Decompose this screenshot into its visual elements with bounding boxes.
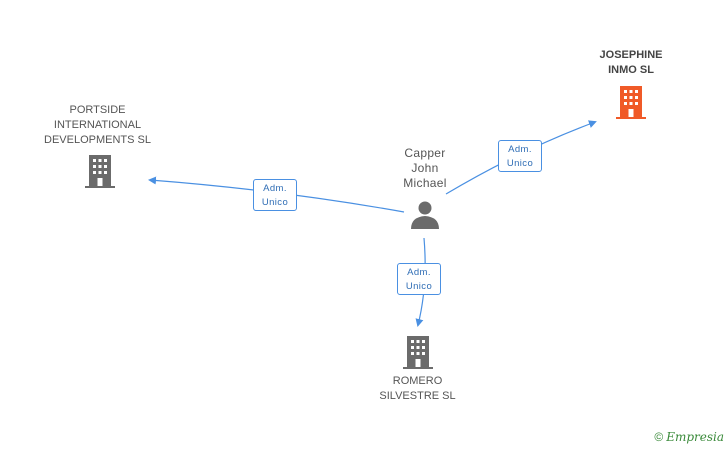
label-line: INMO SL <box>608 64 654 76</box>
label-line: INTERNATIONAL <box>53 119 142 131</box>
person-icon[interactable] <box>411 201 439 230</box>
building-icon-portside[interactable] <box>85 155 115 188</box>
label-line: John <box>411 161 439 175</box>
label-line: SILVESTRE SL <box>379 390 456 402</box>
copyright-symbol: © <box>654 430 664 444</box>
node-label-portside[interactable]: PORTSIDE INTERNATIONAL DEVELOPMENTS SL <box>30 103 165 148</box>
edge-label-romero: Adm. Unico <box>397 263 441 295</box>
label-line: JOSEPHINE <box>599 49 663 61</box>
edge-label-line: Unico <box>405 281 433 292</box>
edge-label-portside: Adm. Unico <box>253 179 297 211</box>
label-line: ROMERO <box>392 375 443 387</box>
label-line: PORTSIDE <box>69 104 126 116</box>
node-label-josephine[interactable]: JOSEPHINE INMO SL <box>575 48 687 78</box>
edge-label-line: Unico <box>506 158 534 169</box>
brand-logo: Empresia <box>666 430 724 444</box>
watermark: ©Empresia <box>654 430 724 444</box>
building-icon-romero[interactable] <box>403 336 433 369</box>
node-label-romero[interactable]: ROMERO SILVESTRE SL <box>365 374 470 404</box>
building-icon-josephine[interactable] <box>616 84 646 119</box>
edge-label-line: Adm. <box>508 144 532 155</box>
edge-label-line: Adm. <box>407 267 431 278</box>
label-line: Capper <box>404 146 446 160</box>
label-line: DEVELOPMENTS SL <box>44 134 151 146</box>
edge-label-line: Unico <box>261 197 289 208</box>
edge-label-josephine: Adm. Unico <box>498 140 542 172</box>
label-line: Michael <box>403 176 447 190</box>
edge-label-line: Adm. <box>263 183 287 194</box>
node-label-person[interactable]: Capper John Michael <box>385 146 465 191</box>
